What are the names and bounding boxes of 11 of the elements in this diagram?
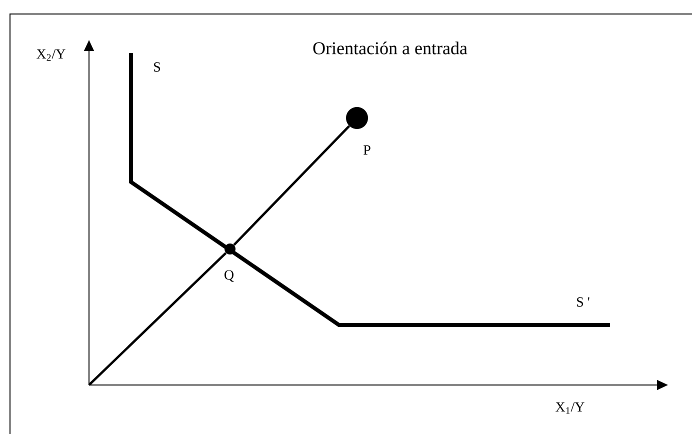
ray-line: [88, 252, 227, 386]
title: Orientación a entrada: [313, 42, 468, 54]
point-dot: [346, 107, 368, 129]
point-label: P: [364, 145, 370, 155]
point-label: Q: [224, 270, 234, 282]
axis-label: X$_{1}$/Y: [556, 402, 584, 414]
axis-label: X$_{2}$/Y: [36, 49, 66, 61]
axis-label: S ': [577, 297, 590, 307]
ray-line: [233, 125, 350, 246]
axis-label: S: [154, 62, 160, 72]
point-dot: [224, 244, 236, 254]
